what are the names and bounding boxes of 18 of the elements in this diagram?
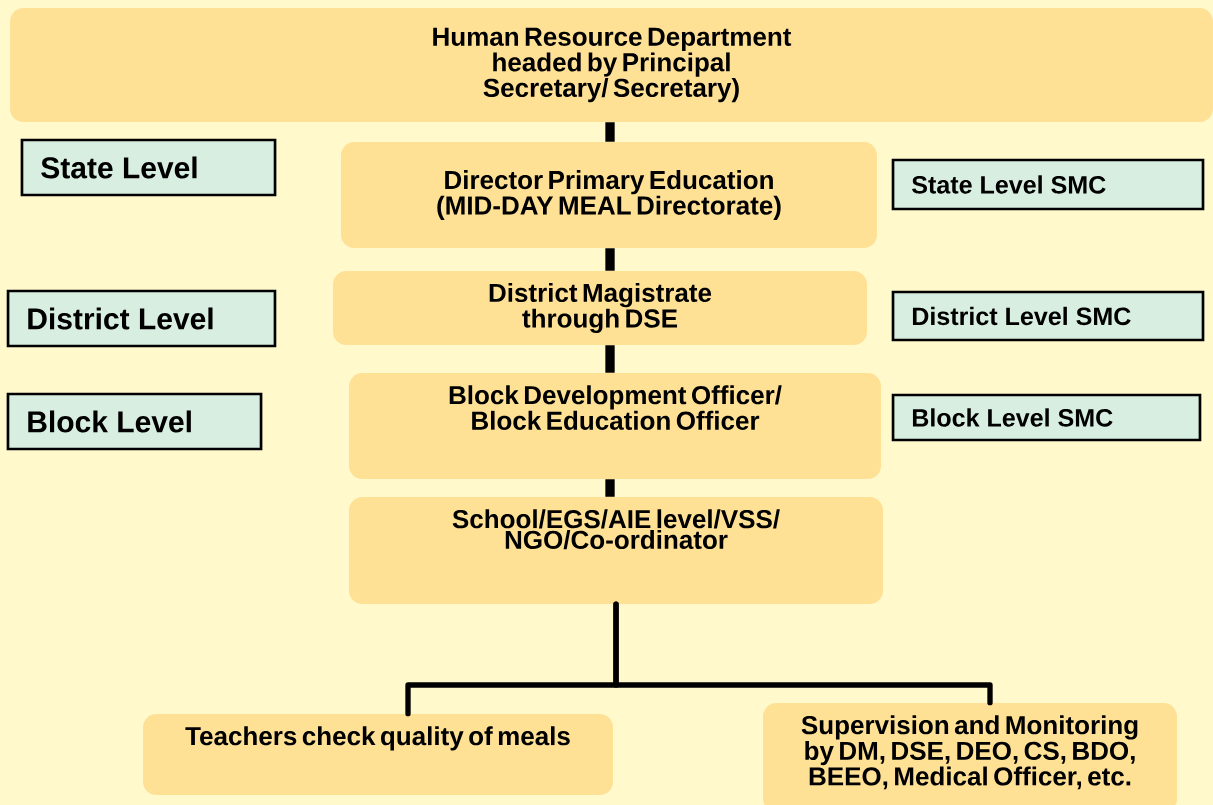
- level-label-box: State Level: [20, 138, 277, 197]
- process-box: Block Development Officer/ Block Education Officer: [349, 373, 881, 479]
- level-label-box: Block Level: [6, 392, 263, 451]
- connector-line: [605, 345, 615, 373]
- connector-line: [605, 248, 615, 271]
- process-box: Director Primary Education (MID-DAY MEAL Directorate): [341, 142, 877, 248]
- connector-line: [613, 601, 993, 706]
- connector-line: [605, 479, 615, 497]
- process-box: School/EGS/AIE level/VSS/ NGO/Co-ordinator: [349, 497, 883, 604]
- process-box: District Magistrate through DSE: [333, 271, 867, 345]
- connector-line: [605, 122, 615, 142]
- committee-box: State Level SMC: [891, 158, 1205, 211]
- process-box: Teachers check quality of meals: [143, 713, 613, 796]
- heading-band: Human Resource Department headed by Principal Secretary/ Secretary): [10, 8, 1213, 122]
- committee-box: District Level SMC: [891, 290, 1205, 342]
- committee-box: Block Level SMC: [891, 393, 1202, 442]
- process-box: Supervision and Monitoring by DM, DSE, DEO, CS, BDO, BEEO, Medical Officer, etc.: [763, 702, 1177, 805]
- level-label-box: District Level: [6, 289, 277, 348]
